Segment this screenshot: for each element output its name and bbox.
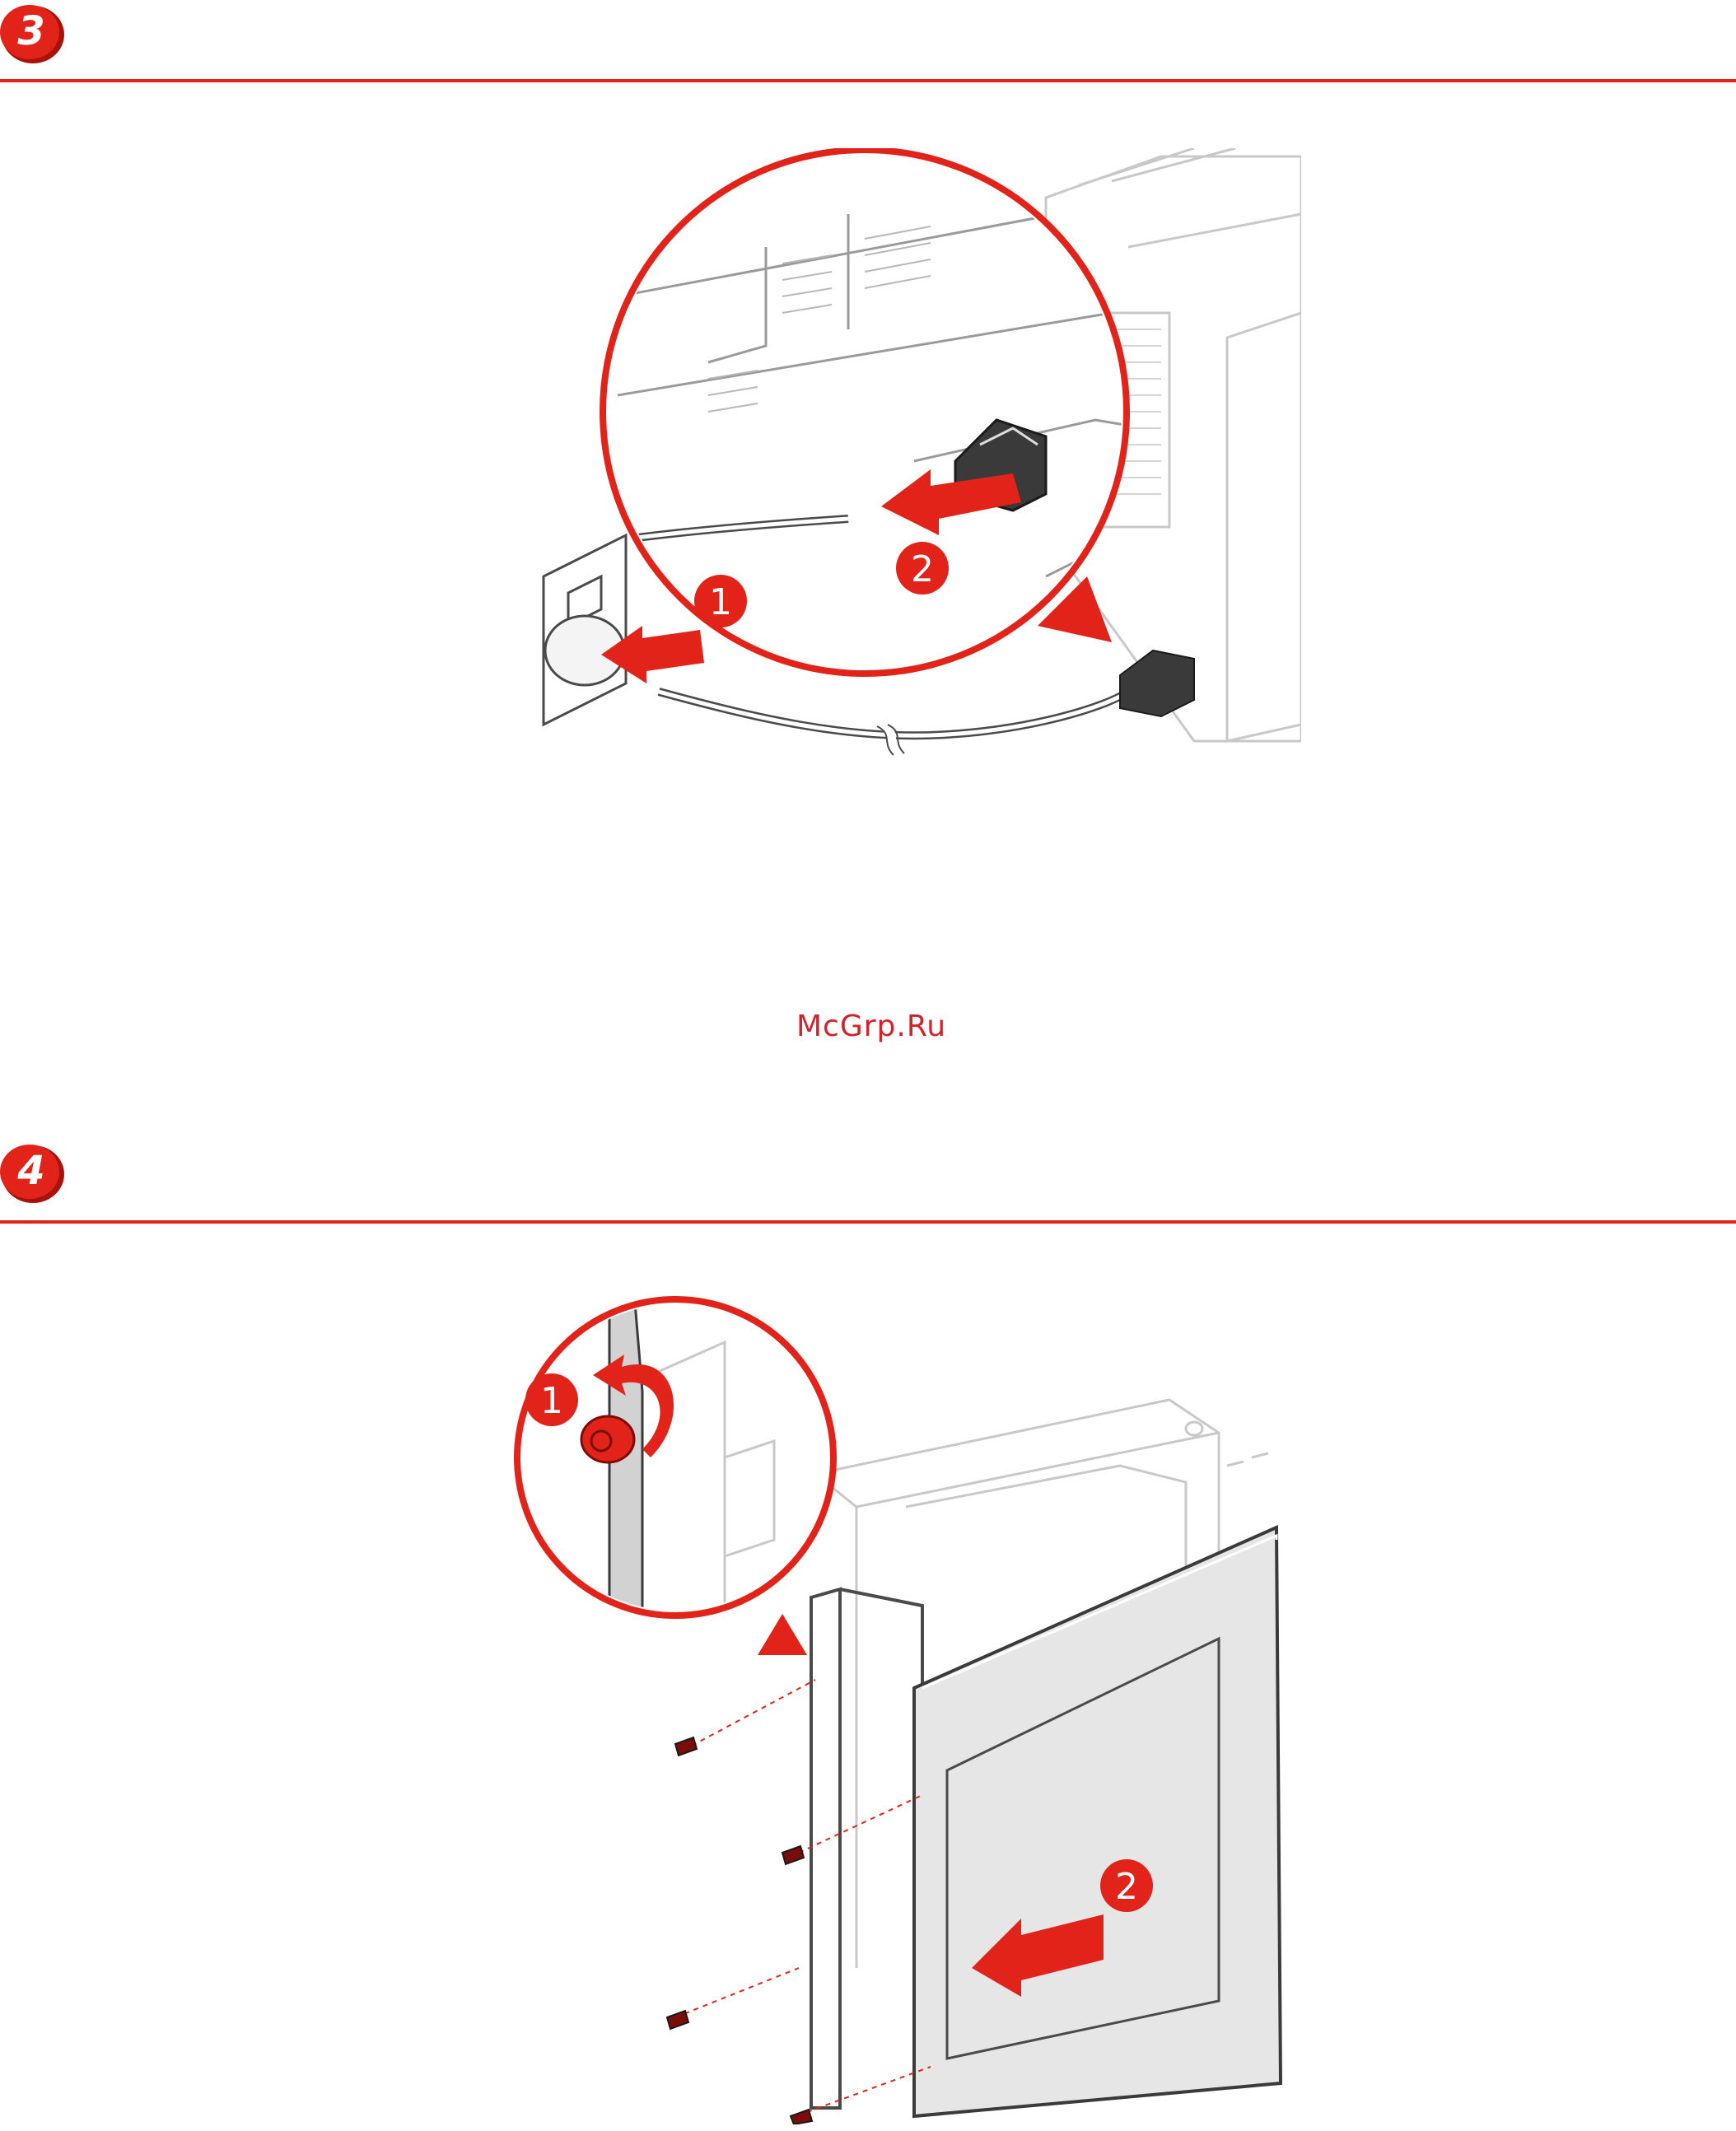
callout-2-badge: 2: [896, 542, 949, 595]
step-3-divider: [0, 79, 1736, 82]
screw-icon: [667, 1737, 812, 2124]
disconnect-power-cord-illustration: 2 1: [519, 148, 1301, 758]
callout-1-label: 1: [540, 1380, 563, 1422]
side-cover-panel: [914, 1527, 1281, 2116]
callout-2-label: 2: [911, 548, 934, 590]
thumbscrew-icon: [581, 1416, 634, 1462]
callout-1-badge: 1: [525, 1373, 578, 1426]
step-3-badge: [0, 3, 72, 66]
tower-front-panel: [811, 1589, 922, 2108]
callout-1-badge: 1: [694, 575, 747, 627]
zoom-detail-circle: [517, 1293, 833, 1622]
zoom-pointer-icon: [758, 1614, 807, 1655]
callout-2-badge: 2: [1100, 1859, 1153, 1912]
step-4-divider: [0, 1220, 1736, 1224]
callout-2-label: 2: [1115, 1866, 1138, 1908]
watermark: McGrp.Ru: [789, 1010, 954, 1043]
remove-side-cover-illustration: 2 1: [395, 1293, 1367, 2124]
screws: [675, 1680, 931, 2112]
callout-1-label: 1: [709, 581, 732, 623]
step-4-badge: [0, 1143, 72, 1205]
wall-outlet: [544, 535, 626, 725]
step-badge-icon: [0, 3, 72, 66]
power-plug-icon: [1120, 650, 1194, 716]
step-badge-icon: [0, 1143, 72, 1205]
